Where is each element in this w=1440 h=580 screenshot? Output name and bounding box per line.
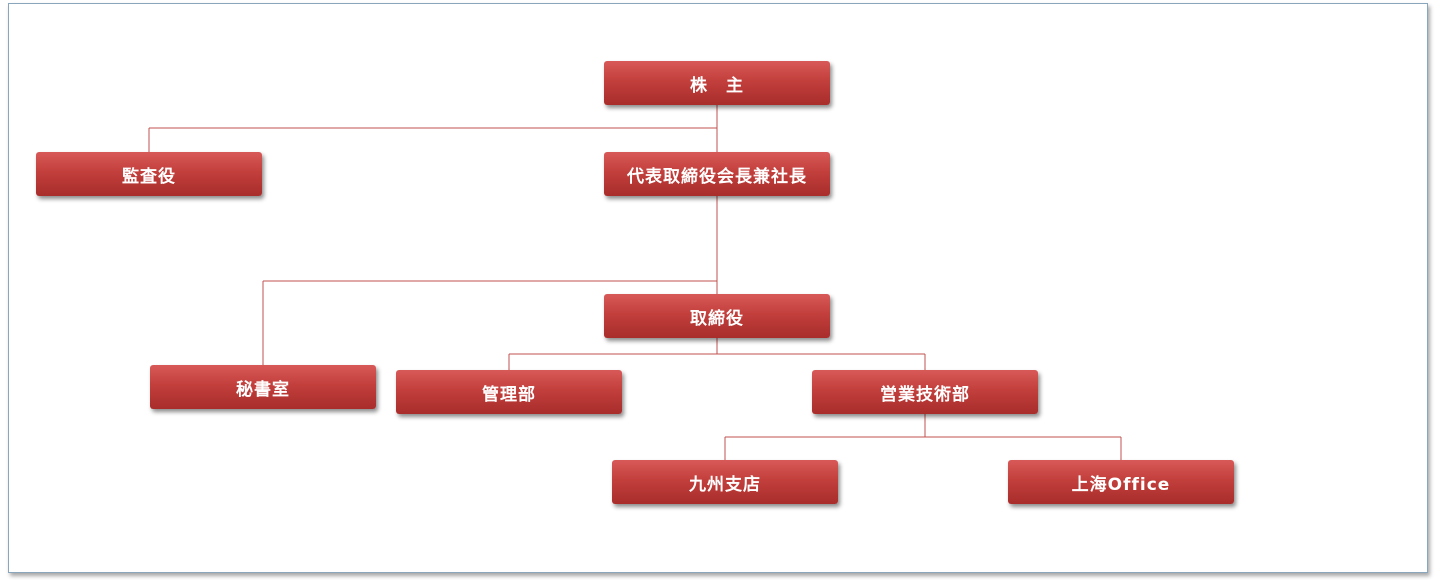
node-admin-label: 管理部 <box>482 384 536 405</box>
node-sales-engineering: 営業技術部 <box>812 370 1038 414</box>
node-shanghai-office-label: 上海Office <box>1071 474 1171 495</box>
node-auditor-label: 監査役 <box>122 166 176 187</box>
node-kyushu-branch: 九州支店 <box>612 460 838 504</box>
node-shareholders-label: 株 主 <box>690 75 744 96</box>
node-secretariat-label: 秘書室 <box>236 379 290 400</box>
node-ceo-label: 代表取締役会長兼社長 <box>627 166 807 187</box>
node-sales-engineering-label: 営業技術部 <box>880 384 970 405</box>
node-shanghai-office: 上海Office <box>1008 460 1234 504</box>
node-directors: 取締役 <box>604 294 830 338</box>
node-secretariat: 秘書室 <box>150 365 376 409</box>
node-kyushu-branch-label: 九州支店 <box>689 474 761 495</box>
node-auditor: 監査役 <box>36 152 262 196</box>
node-shareholders: 株 主 <box>604 61 830 105</box>
node-admin: 管理部 <box>396 370 622 414</box>
node-ceo: 代表取締役会長兼社長 <box>604 152 830 196</box>
node-directors-label: 取締役 <box>690 308 744 329</box>
